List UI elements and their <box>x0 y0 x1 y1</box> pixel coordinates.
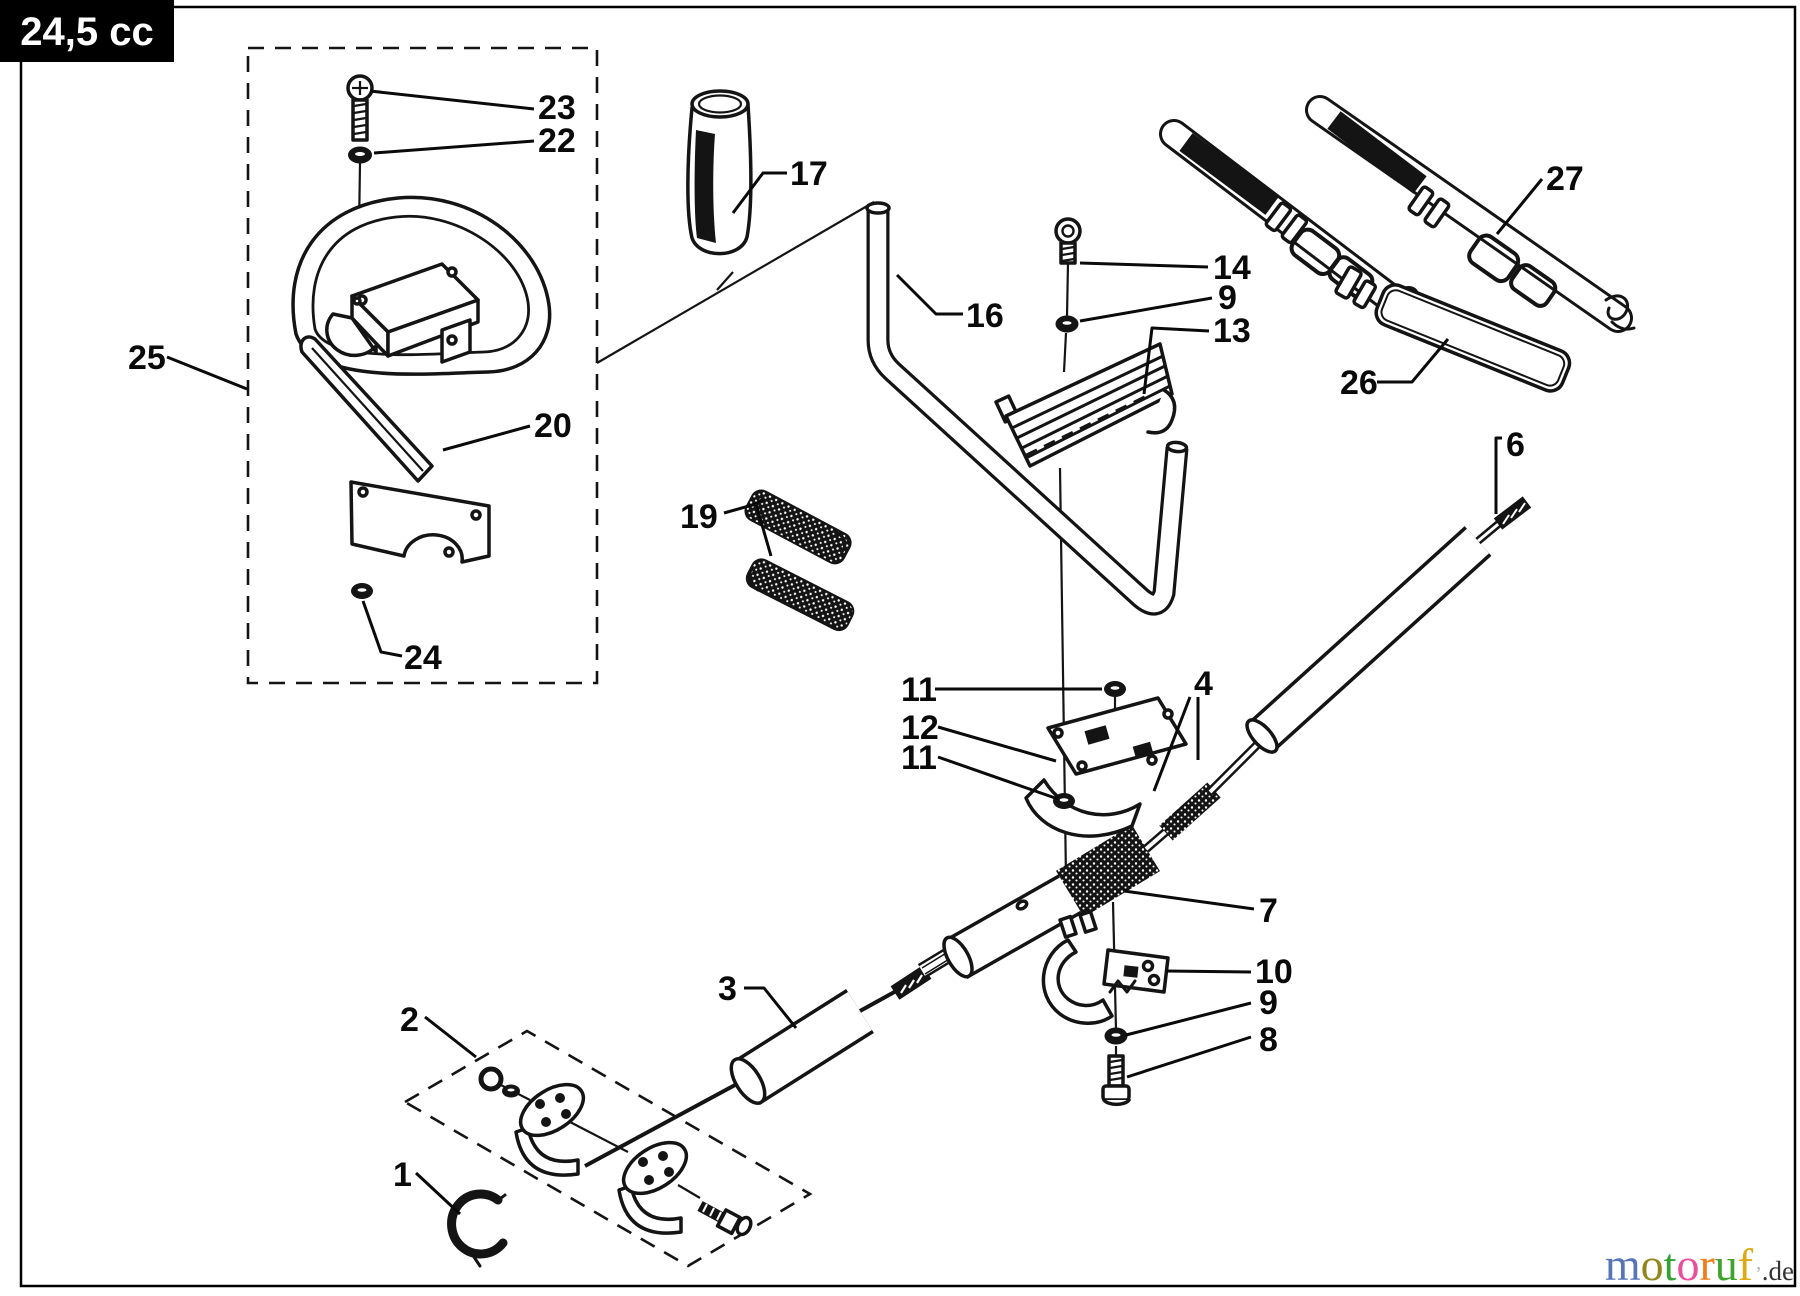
callout-2: 2 <box>400 1001 419 1039</box>
throttle-lever <box>299 335 491 564</box>
strap-hook-patch <box>1179 133 1279 215</box>
watermark-letter: m <box>1604 1239 1641 1290</box>
handlebar <box>865 201 1189 616</box>
callout-22: 22 <box>538 122 576 160</box>
strap-hook <box>1604 294 1629 321</box>
watermark-tick: ’ <box>1755 1263 1762 1285</box>
callout-1: 1 <box>393 1156 412 1194</box>
watermark-letter: o <box>1676 1239 1700 1290</box>
callout-26: 26 <box>1340 364 1378 402</box>
splined-shaft-tip <box>1475 496 1532 545</box>
callout-24: 24 <box>404 639 442 677</box>
assembly-relation-lines <box>596 201 875 364</box>
clamp-nut <box>1055 315 1079 333</box>
thread-lines <box>353 102 367 136</box>
handle-assembly-group-box <box>246 46 599 685</box>
shaft-mount-group <box>402 1029 813 1268</box>
shaft-sleeve-tube <box>729 989 874 1105</box>
grip-springs <box>744 489 855 632</box>
handle-clamp-block <box>325 262 480 364</box>
badge-background <box>0 0 174 62</box>
mount-bracket-a <box>514 1082 586 1177</box>
callout-16: 16 <box>966 297 1004 335</box>
loop-handle-assembly <box>291 74 552 599</box>
clamp-nut-upper <box>1104 681 1126 697</box>
inner-rod <box>584 1076 749 1168</box>
callout-8: 8 <box>1259 1021 1278 1059</box>
callout-6: 6 <box>1506 426 1525 464</box>
callout-14: 14 <box>1213 249 1251 287</box>
middle-clamp-group <box>1024 681 1188 838</box>
callout-25: 25 <box>128 339 166 377</box>
shaft-saddle <box>1024 778 1142 838</box>
callout-9-bottom: 9 <box>1259 984 1278 1022</box>
strap-right <box>1305 95 1636 333</box>
tube-hole <box>1015 899 1029 911</box>
lower-clamp-group <box>1041 909 1170 1107</box>
callout-17: 17 <box>790 155 828 193</box>
callout-7: 7 <box>1259 892 1278 930</box>
clamp-nut <box>1104 1027 1128 1045</box>
callout-3: 3 <box>718 970 737 1008</box>
strap-hook-patch <box>1327 111 1427 194</box>
badge-label: 24,5 cc <box>20 10 153 54</box>
callout-11-upper: 11 <box>901 671 937 709</box>
clamp-bolt <box>1101 1054 1131 1107</box>
callout-11-lower: 11 <box>901 739 937 777</box>
page-border <box>19 5 1797 1288</box>
mount-bracket-b <box>617 1140 689 1235</box>
upper-shaft-tube <box>1245 526 1492 754</box>
handle-nut <box>351 583 373 599</box>
mount-group-box <box>402 1029 813 1268</box>
spline-coupler <box>890 965 932 1000</box>
clamp-nut-lower <box>1053 793 1075 809</box>
handle-washer <box>348 146 372 164</box>
knurled-sleeve <box>1056 824 1160 918</box>
watermark-letter: r <box>1699 1239 1715 1290</box>
handlebar-bracket <box>994 342 1177 468</box>
watermark-logo[interactable]: motoruf’.de <box>1605 1242 1794 1288</box>
shaft-bracket-block <box>1046 696 1188 776</box>
callout-10: 10 <box>1255 953 1293 991</box>
handle-screw <box>346 74 374 142</box>
callout-12: 12 <box>901 709 939 747</box>
callout-4: 4 <box>1194 665 1213 703</box>
mount-screw-small <box>478 1066 520 1098</box>
callout-labels: 23 22 25 20 24 17 16 14 9 13 27 26 6 19 … <box>128 89 1584 1194</box>
shaft-coupler-segments <box>1143 738 1264 853</box>
saddle-clamp <box>1041 938 1114 1025</box>
mount-bolt <box>697 1201 753 1237</box>
handle-grip <box>686 89 753 256</box>
watermark-letter: u <box>1714 1239 1738 1290</box>
callout-23: 23 <box>538 89 576 127</box>
watermark-letter: o <box>1640 1239 1664 1290</box>
callout-19: 19 <box>680 498 718 536</box>
callout-20: 20 <box>534 407 572 445</box>
engine-size-badge: 24,5 cc <box>0 0 174 62</box>
upper-clamp-group <box>994 217 1177 468</box>
callout-13: 13 <box>1213 312 1251 350</box>
watermark-letter: f <box>1737 1239 1754 1290</box>
callout-27: 27 <box>1546 160 1584 198</box>
watermark-letter: t <box>1663 1239 1677 1290</box>
drive-shaft-assembly <box>584 496 1532 1168</box>
grip-texture <box>694 130 716 243</box>
watermark-suffix: .de <box>1761 1256 1794 1286</box>
watermark-word: motoruf <box>1605 1242 1753 1288</box>
shoulder-straps <box>1159 95 1636 393</box>
clamp-screw <box>1054 217 1082 265</box>
hip-pad <box>1334 265 1572 393</box>
retaining-clip <box>447 1189 508 1268</box>
callout-9-top: 9 <box>1218 279 1237 317</box>
callout-leaders <box>166 89 1544 1216</box>
